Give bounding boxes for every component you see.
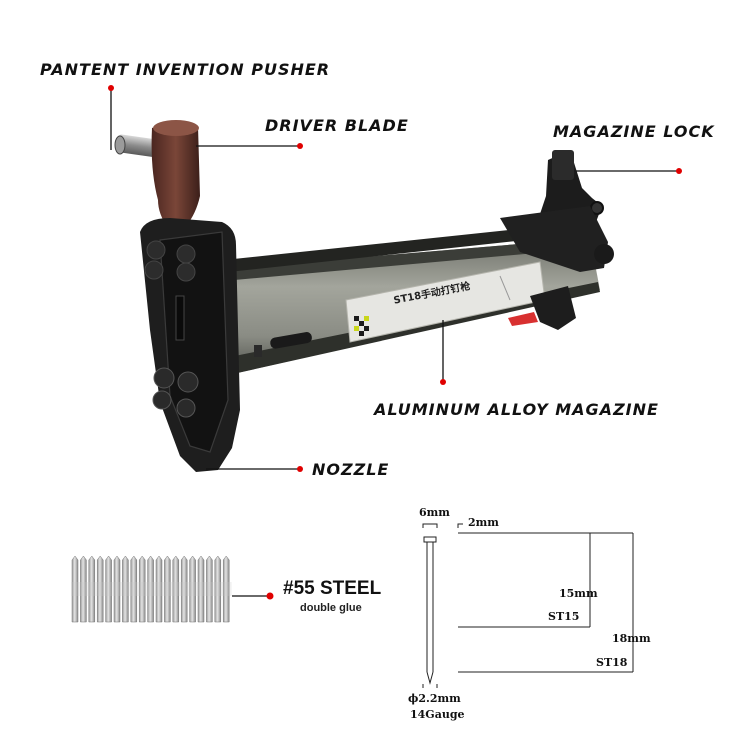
nail-dimension-diagram bbox=[422, 523, 634, 688]
nail bbox=[96, 555, 104, 623]
nail bbox=[155, 555, 163, 623]
driver-blade-dot bbox=[297, 143, 303, 149]
glue-note-label: double glue bbox=[300, 602, 362, 614]
dim-length-18: 18mm bbox=[612, 632, 651, 645]
magazine-dot bbox=[440, 379, 446, 385]
dim-diameter: ϕ2.2mm bbox=[408, 692, 461, 705]
dim-head-width: 6mm bbox=[419, 506, 450, 519]
nail bbox=[71, 555, 79, 623]
nail bbox=[113, 555, 121, 623]
steel-grade-label: #55 STEEL bbox=[283, 578, 382, 599]
nail bbox=[80, 555, 87, 623]
nozzle-head bbox=[140, 218, 240, 472]
magazine-lock-dot bbox=[676, 168, 682, 174]
callout-nozzle: NOZZLE bbox=[312, 460, 390, 479]
nail bbox=[197, 555, 205, 623]
nail bbox=[214, 555, 222, 623]
nail bbox=[88, 555, 96, 623]
callout-driver-blade: DRIVER BLADE bbox=[265, 116, 409, 135]
nail bbox=[180, 555, 188, 623]
nail bbox=[206, 555, 213, 623]
nail-strip-dot bbox=[266, 592, 274, 600]
callout-leaders bbox=[110, 88, 679, 470]
pusher-dot bbox=[108, 85, 114, 91]
brand-logo bbox=[354, 316, 369, 336]
nail bbox=[164, 555, 171, 623]
dim-head-height: 2mm bbox=[468, 516, 499, 529]
driver-handle bbox=[151, 120, 200, 228]
nail bbox=[222, 555, 230, 623]
callout-magazine-lock: MAGAZINE LOCK bbox=[553, 122, 715, 141]
nail bbox=[172, 555, 180, 623]
callout-magazine: ALUMINUM ALLOY MAGAZINE bbox=[374, 400, 659, 419]
dim-model-15: ST15 bbox=[548, 610, 580, 623]
nail bbox=[138, 555, 146, 623]
nail bbox=[105, 555, 112, 623]
nail bbox=[147, 555, 154, 623]
dim-gauge: 14Gauge bbox=[410, 708, 465, 721]
magazine-lock bbox=[500, 150, 614, 330]
glue-band bbox=[71, 582, 232, 596]
nail bbox=[122, 555, 129, 623]
nozzle-dot bbox=[297, 466, 303, 472]
callout-pusher: PANTENT INVENTION PUSHER bbox=[40, 60, 331, 79]
aluminum-magazine bbox=[205, 222, 600, 378]
nail bbox=[130, 555, 138, 623]
nail bbox=[189, 555, 196, 623]
dim-model-18: ST18 bbox=[596, 656, 628, 669]
nail-strip bbox=[71, 555, 232, 623]
dim-length-15: 15mm bbox=[559, 587, 598, 600]
